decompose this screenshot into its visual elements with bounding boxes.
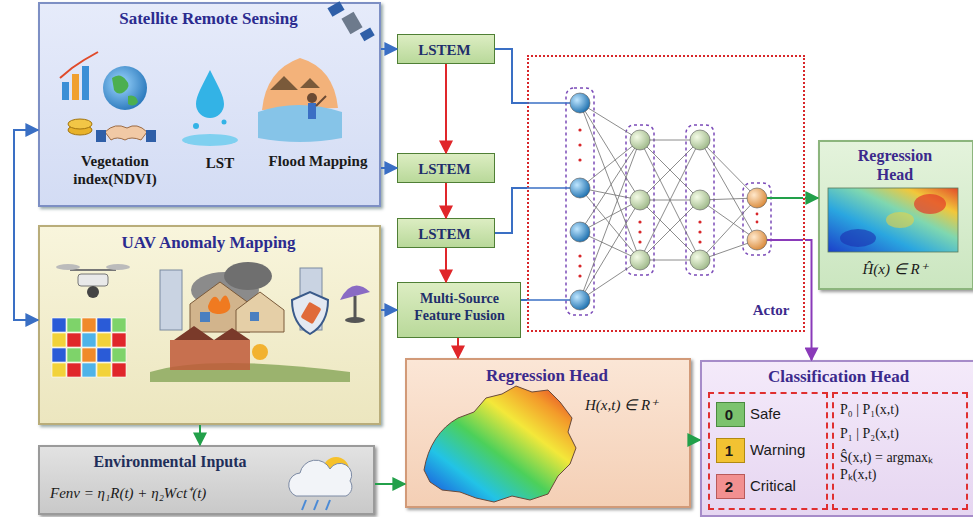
class-index: 1 xyxy=(717,442,741,460)
connector xyxy=(199,425,201,445)
class-name: Critical xyxy=(750,477,824,495)
panel-title: UAV Anomaly Mapping xyxy=(40,233,377,253)
formula: P₁ | P₂(x,t) xyxy=(840,426,964,443)
fusion-box: Multi-Source Feature Fusion xyxy=(397,282,521,338)
formula: P₀ | P₁(x,t) xyxy=(840,402,964,419)
formula: Ĥ(x) ∈ R⁺ xyxy=(820,260,970,278)
heat-cell xyxy=(52,348,66,362)
network-link xyxy=(700,200,757,240)
process-box: LSTEM xyxy=(397,218,495,248)
heat-cell xyxy=(52,318,66,332)
icon-label: LST xyxy=(190,154,250,172)
class-badge: 2 xyxy=(716,474,745,499)
heat-cell xyxy=(97,333,111,347)
network-link xyxy=(580,260,640,300)
class-name: Safe xyxy=(750,405,824,423)
process-box: LSTEM xyxy=(397,34,495,64)
output-links xyxy=(767,198,803,240)
connector xyxy=(805,197,818,199)
head-title: Regression Head xyxy=(407,366,687,386)
formula: H(x,t) ∈ R⁺ xyxy=(585,396,681,414)
network-links xyxy=(580,103,757,300)
box-label: LSTEM xyxy=(398,41,491,59)
panel-title: Satellite Remote Sensing xyxy=(40,9,377,29)
frame-label: Actor xyxy=(741,301,801,319)
class-name: Warning xyxy=(750,441,824,459)
class-badge: 0 xyxy=(716,402,745,427)
connector xyxy=(457,338,459,358)
connector xyxy=(381,309,397,311)
connector xyxy=(445,64,447,153)
icon-label: Flood Mapping xyxy=(268,152,368,170)
process-box: LSTEM xyxy=(397,153,495,183)
input-links xyxy=(527,103,570,300)
class-index: 2 xyxy=(717,478,741,496)
network-link xyxy=(580,103,640,140)
connector xyxy=(445,248,447,282)
icon-label: Vegetation index(NDVI) xyxy=(55,152,175,188)
heat-cell xyxy=(97,348,111,362)
connector xyxy=(691,439,700,441)
connector xyxy=(381,167,397,169)
formula-box: P₀ | P₁(x,t) P₁ | P₂(x,t) Ŝ(x,t) = argmaxₖ… xyxy=(832,392,968,510)
heat-cell xyxy=(82,348,96,362)
heat-cell xyxy=(112,318,126,332)
heat-cell xyxy=(112,348,126,362)
connector xyxy=(445,183,447,218)
heat-cell xyxy=(67,318,81,332)
connector xyxy=(495,49,527,103)
network-link xyxy=(640,140,700,200)
box-label: LSTEM xyxy=(398,160,491,178)
heat-cell xyxy=(67,348,81,362)
connector xyxy=(521,299,527,301)
connector xyxy=(805,240,812,360)
head-title: Regression Head xyxy=(845,146,945,184)
connector xyxy=(14,130,38,320)
ellipsis-dots xyxy=(578,128,758,277)
connector xyxy=(375,483,405,485)
neurons xyxy=(570,93,767,310)
network-link xyxy=(700,140,757,240)
box-label: LSTEM xyxy=(398,225,491,243)
formula: Ŝ(x,t) = argmaxₖ Pₖ(x,t) xyxy=(840,450,964,484)
connector xyxy=(495,188,527,233)
head-title: Classification Head xyxy=(702,367,973,387)
box-label: Multi-Source Feature Fusion xyxy=(402,291,517,325)
class-index: 0 xyxy=(717,406,741,424)
network-link xyxy=(580,200,640,300)
heat-cell xyxy=(97,318,111,332)
heat-cell xyxy=(67,333,81,347)
layer-frames xyxy=(566,88,771,315)
class-list: SafeWarningCritical 0 1 2 xyxy=(708,392,828,510)
heat-cell xyxy=(97,363,111,377)
network-link xyxy=(700,198,757,260)
heat-cell xyxy=(52,363,66,377)
heat-cell xyxy=(52,333,66,347)
panel-title: Environmental Inputa xyxy=(50,452,290,471)
output-head: Classification HeadSafeWarningCritical 0 1… xyxy=(700,360,973,517)
network-link xyxy=(640,140,700,200)
network-link xyxy=(640,200,700,260)
heat-cell xyxy=(82,318,96,332)
heatmap xyxy=(828,188,958,252)
heat-cell xyxy=(112,363,126,377)
heat-cell xyxy=(67,363,81,377)
heat-cell xyxy=(82,363,96,377)
network-link xyxy=(640,200,700,260)
class-badge: 1 xyxy=(716,438,745,463)
connector xyxy=(381,48,397,50)
heat-cell xyxy=(112,333,126,347)
heat-cell xyxy=(82,333,96,347)
network-link xyxy=(580,140,640,300)
formula: Fenv = η₁R(t) + η₂Wct⁺(t) xyxy=(50,484,290,502)
